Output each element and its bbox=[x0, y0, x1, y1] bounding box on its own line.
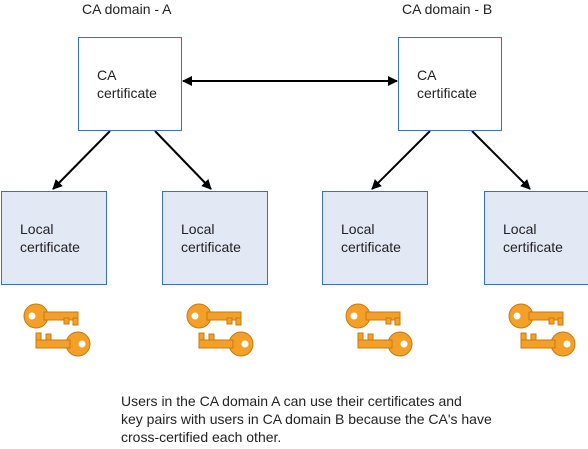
key-pair-icon bbox=[186, 303, 254, 357]
domain-a-title: CA domain - A bbox=[82, 1, 172, 17]
local-certificate-1-line-1: Local bbox=[20, 221, 54, 237]
domain-b-title: CA domain - B bbox=[402, 1, 493, 17]
local-certificate-3: Local certificate bbox=[322, 191, 428, 285]
ca-certificate-b: CA certificate bbox=[398, 37, 502, 131]
arrow-ca-b-to-local-3 bbox=[371, 130, 431, 190]
arrow-ca-a-to-local-2 bbox=[154, 130, 212, 190]
caption-line-3: cross-certified each other. bbox=[121, 429, 282, 445]
local-certificate-1: Local certificate bbox=[1, 191, 107, 285]
key-pair-icon bbox=[508, 303, 576, 357]
ca-certificate-a-line-2: certificate bbox=[97, 85, 157, 101]
local-certificate-4: Local certificate bbox=[484, 191, 588, 285]
ca-certificate-a: CA certificate bbox=[78, 37, 182, 131]
local-certificate-1-line-2: certificate bbox=[20, 239, 80, 255]
local-certificate-2-line-2: certificate bbox=[181, 239, 241, 255]
local-certificate-2-line-1: Local bbox=[181, 221, 215, 237]
key-pair-icon bbox=[345, 303, 413, 357]
arrow-ca-b-to-local-4 bbox=[471, 130, 531, 190]
ca-certificate-b-line-1: CA bbox=[417, 67, 437, 83]
arrow-ca-a-to-local-1 bbox=[52, 130, 111, 190]
ca-certificate-a-line-1: CA bbox=[97, 67, 117, 83]
local-certificate-4-line-1: Local bbox=[503, 221, 537, 237]
local-certificate-2: Local certificate bbox=[162, 191, 268, 285]
local-certificate-4-line-2: certificate bbox=[503, 239, 563, 255]
caption-line-1: Users in the CA domain A can use their c… bbox=[121, 393, 462, 409]
key-pair-icon bbox=[23, 303, 91, 357]
local-certificate-3-line-2: certificate bbox=[341, 239, 401, 255]
caption-line-2: key pairs with users in CA domain B beca… bbox=[121, 411, 492, 427]
local-certificate-3-line-1: Local bbox=[341, 221, 375, 237]
ca-certificate-b-line-2: certificate bbox=[417, 85, 477, 101]
caption: Users in the CA domain A can use their c… bbox=[121, 392, 561, 446]
